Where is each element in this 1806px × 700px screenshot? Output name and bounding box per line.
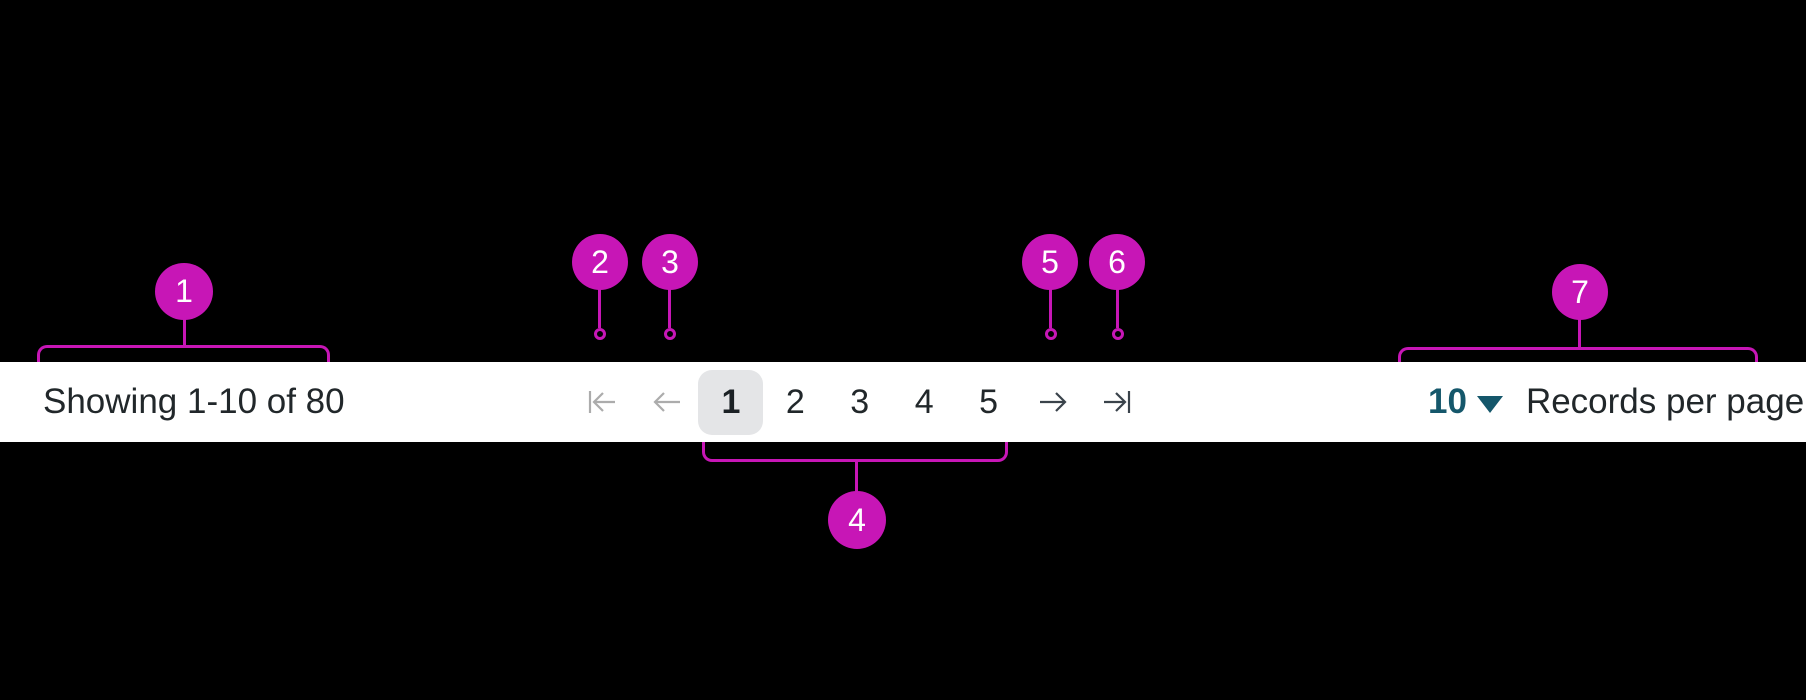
callout-bubble-2: 2 — [572, 234, 628, 290]
page-number-label: 2 — [785, 382, 805, 421]
next-page-icon — [1037, 388, 1069, 416]
callout-ring-3 — [664, 328, 676, 340]
callout-bracket-4 — [702, 442, 1008, 462]
dropdown-caret-icon[interactable] — [1476, 395, 1503, 413]
callout-bracket-7 — [1398, 347, 1758, 362]
callout-bubble-5: 5 — [1022, 234, 1078, 290]
next-page-button[interactable] — [1021, 362, 1085, 442]
page-button-current[interactable]: 1 — [698, 362, 764, 442]
first-page-button[interactable] — [570, 362, 634, 442]
callout-stem-3 — [668, 288, 671, 328]
page-number-label: 4 — [914, 382, 934, 421]
callout-stem-2 — [598, 288, 601, 328]
callout-bubble-6: 6 — [1089, 234, 1145, 290]
callout-ring-6 — [1112, 328, 1124, 340]
records-per-page-label: Records per page — [1525, 382, 1805, 421]
last-page-button[interactable] — [1085, 362, 1149, 442]
previous-page-button[interactable] — [634, 362, 698, 442]
callout-stem-7 — [1578, 318, 1581, 348]
callout-stem-1 — [183, 318, 186, 346]
callout-ring-2 — [594, 328, 606, 340]
page-button-5[interactable]: 5 — [956, 362, 1020, 442]
callout-ring-5 — [1045, 328, 1057, 340]
page-controls: 1 2 3 4 5 — [570, 362, 1150, 442]
callout-bracket-1 — [37, 345, 330, 362]
records-per-page-selector: 10 Records per page — [1428, 362, 1804, 442]
page-size-value[interactable]: 10 — [1428, 382, 1467, 421]
callout-bubble-3: 3 — [642, 234, 698, 290]
page-number-label: 5 — [979, 382, 998, 421]
callout-stem-4 — [855, 460, 858, 492]
page-button-3[interactable]: 3 — [828, 362, 892, 442]
callout-bubble-4: 4 — [828, 491, 886, 549]
page-button-2[interactable]: 2 — [763, 362, 827, 442]
record-range-summary: Showing 1-10 of 80 — [43, 382, 345, 421]
page-number-label: 3 — [850, 382, 870, 421]
current-page-indicator: 1 — [698, 369, 764, 435]
previous-page-icon — [651, 388, 683, 416]
callout-bubble-1: 1 — [155, 263, 213, 320]
callout-bubble-7: 7 — [1552, 264, 1608, 320]
skip-to-first-page-icon — [585, 388, 619, 416]
callout-stem-5 — [1049, 288, 1052, 328]
skip-to-last-page-icon — [1100, 388, 1134, 416]
callout-stem-6 — [1116, 288, 1119, 328]
pagination-bar: Showing 1-10 of 80 — [0, 362, 1806, 442]
page-button-4[interactable]: 4 — [892, 362, 956, 442]
